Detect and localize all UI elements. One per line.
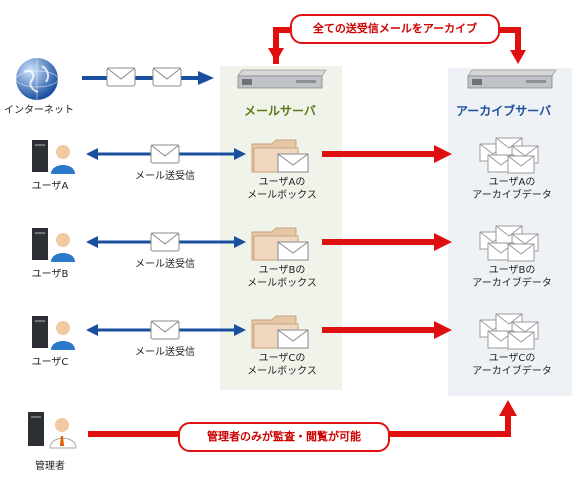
- archive-owner: ユーザBの: [488, 265, 536, 276]
- archive-arrow-b: [322, 233, 452, 251]
- envelope-icon: [150, 320, 180, 340]
- archive-server-title: アーカイブサーバ: [456, 104, 552, 118]
- archive-owner: ユーザAの: [488, 177, 536, 188]
- mailbox-owner: ユーザBの: [258, 265, 306, 276]
- user-pc-icon: [32, 140, 75, 174]
- user-c-label: ユーザC: [31, 357, 69, 368]
- archive-type: アーカイブデータ: [472, 278, 552, 289]
- mailbox-owner: ユーザCの: [258, 353, 306, 364]
- envelope-stack-icon: [479, 137, 539, 174]
- envelope-icon: [106, 67, 136, 87]
- mailbox-type: メールボックス: [247, 278, 317, 289]
- envelope-stack-icon: [479, 225, 539, 262]
- folder-icon: [251, 315, 309, 349]
- folder-icon: [251, 139, 309, 173]
- user-a-archive-label: ユーザAの アーカイブデータ: [464, 176, 560, 202]
- user-b-link-label: メール送受信: [135, 259, 195, 270]
- envelope-stack-icon: [479, 313, 539, 350]
- user-c-archive-label: ユーザCの アーカイブデータ: [464, 352, 560, 378]
- archive-server-icon: [467, 69, 557, 89]
- user-b-archive-label: ユーザBの アーカイブデータ: [464, 264, 560, 290]
- user-c-mailbox-label: ユーザCの メールボックス: [236, 352, 328, 378]
- envelope-icon: [152, 67, 182, 87]
- user-b-label: ユーザB: [31, 269, 69, 280]
- user-a-link-label: メール送受信: [135, 171, 195, 182]
- mailbox-owner: ユーザAの: [258, 177, 306, 188]
- envelope-icon: [150, 144, 180, 164]
- archive-type: アーカイブデータ: [472, 366, 552, 377]
- user-pc-icon: [32, 228, 75, 262]
- mail-server-icon: [237, 69, 327, 89]
- user-c-link-label: メール送受信: [135, 347, 195, 358]
- internet-label: インターネット: [4, 105, 74, 116]
- user-a-mailbox-label: ユーザAの メールボックス: [236, 176, 328, 202]
- mailbox-type: メールボックス: [247, 190, 317, 201]
- user-pc-icon: [32, 316, 75, 350]
- user-b-mailbox-label: ユーザBの メールボックス: [236, 264, 328, 290]
- archive-all-callout: 全ての送受信メールをアーカイブ: [290, 14, 500, 44]
- user-a-label: ユーザA: [31, 181, 69, 192]
- internet-arrow: [82, 71, 214, 85]
- admin-pc-icon: [28, 412, 77, 449]
- mail-server-title: メールサーバ: [244, 104, 316, 118]
- admin-label: 管理者: [35, 461, 65, 472]
- mailbox-type: メールボックス: [247, 366, 317, 377]
- globe-icon: [15, 58, 59, 100]
- archive-type: アーカイブデータ: [472, 190, 552, 201]
- folder-icon: [251, 227, 309, 261]
- envelope-icon: [150, 232, 180, 252]
- archive-arrow-c: [322, 321, 452, 339]
- archive-arrow-a: [322, 145, 452, 163]
- archive-owner: ユーザCの: [488, 353, 536, 364]
- admin-access-callout: 管理者のみが監査・閲覧が可能: [178, 422, 390, 452]
